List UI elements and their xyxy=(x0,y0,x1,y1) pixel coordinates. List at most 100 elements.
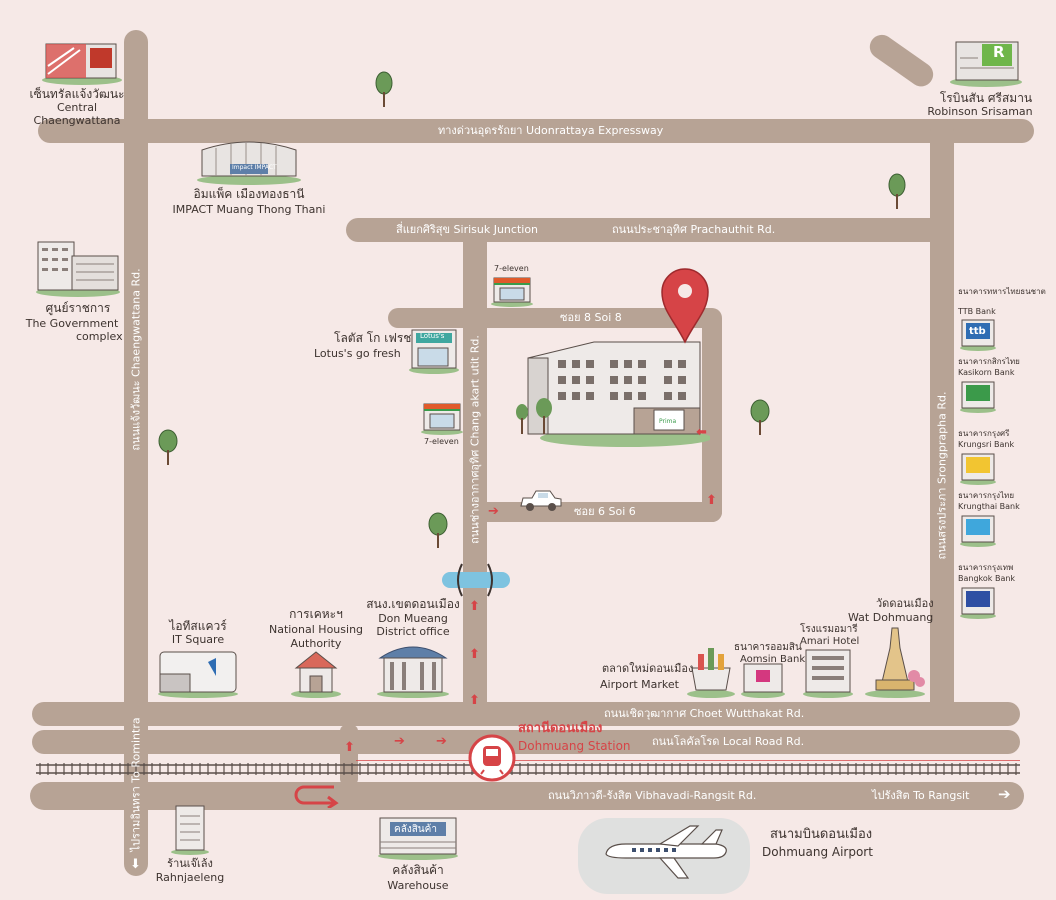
road-local xyxy=(32,730,1020,754)
wat-label-en: Wat Dohmuang xyxy=(848,611,934,624)
aomsin-bank-icon xyxy=(741,663,785,698)
bank-name-en: Krungsri Bank xyxy=(958,440,1015,449)
government-building-icon xyxy=(36,241,120,297)
bank-name-th: ธนาคารกรุงศรี xyxy=(958,429,1010,438)
tree-icon xyxy=(158,429,178,465)
road-label-sirisuk: สี่แยกศิริสุข Sirisuk Junction xyxy=(396,223,539,236)
railway-track xyxy=(36,760,1020,775)
arrow-right-icon: ➔ xyxy=(436,734,447,749)
market-basket-icon xyxy=(687,648,735,698)
central-label-th: เซ็นทรัลแจ้งวัฒนะ xyxy=(29,87,125,101)
bank-building-icon xyxy=(960,381,996,413)
seven-eleven-store-icon xyxy=(421,403,463,435)
road-soi8-right xyxy=(702,308,722,522)
road-label-local: ถนนโลคัลโรด Local Road Rd. xyxy=(652,735,805,748)
warehouse-label-th: คลังสินค้า xyxy=(392,863,444,877)
district-label-th: สนง.เขตดอนเมือง xyxy=(366,597,460,611)
road-label-prachauthit: ถนนประชาอุทิศ Prachauthit Rd. xyxy=(612,223,776,236)
airport-label-th: สนามบินดอนเมือง xyxy=(770,827,873,842)
hotel-sign: Prima xyxy=(659,418,677,425)
district-label-en1: Don Mueang xyxy=(378,612,448,625)
arrow-up-icon: ⬆ xyxy=(706,493,717,508)
arrow-up-icon: ⬆ xyxy=(469,599,480,614)
to-rangsit-arrow-icon: ➔ xyxy=(998,785,1011,803)
seven-eleven-store-icon xyxy=(491,277,533,307)
road-label-to-rangsit: ไปรังสิต To Rangsit xyxy=(872,789,970,802)
canal-bridge-icon xyxy=(442,563,510,597)
warehouse-sign: คลังสินค้า xyxy=(394,824,437,835)
road-expressway xyxy=(38,119,1034,143)
bank-name-th: ธนาคารกรุงเทพ xyxy=(958,563,1014,572)
bank-name-th: ธนาคารกสิกรไทย xyxy=(958,357,1020,366)
road-label-vibhavadi: ถนนวิภาวดี-รังสิต Vibhavadi-Rangsit Rd. xyxy=(548,789,757,802)
airport-market-label-th: ตลาดใหม่ดอนเมือง xyxy=(602,662,694,675)
lotus-store-icon xyxy=(409,329,459,374)
robinson-label-en: Robinson Srisaman xyxy=(927,105,1033,118)
bank-item: ธนาคารกสิกรไทย Kasikorn Bank xyxy=(956,357,1056,424)
hotel-building-icon[interactable] xyxy=(514,336,710,448)
arrow-up-icon: ⬆ xyxy=(469,647,480,662)
government-label-en1: The Government xyxy=(25,317,119,330)
u-turn-icon xyxy=(294,785,339,808)
seven-eleven-mid-label: 7-eleven xyxy=(424,437,459,446)
rahnjaeleng-label-th: ร้านเจ๊เล้ง xyxy=(167,857,213,870)
arrow-right-icon: ➔ xyxy=(394,734,405,749)
arrow-up-icon: ⬆ xyxy=(469,693,480,708)
central-building-icon xyxy=(42,43,122,85)
bank-name-th: ธนาคารทหารไทยธนชาต xyxy=(958,287,1046,296)
bank-item: ธนาคารกรุงศรี Krungsri Bank xyxy=(956,429,1056,496)
road-label-soi8: ซอย 8 Soi 8 xyxy=(560,311,622,324)
lotus-label-th: โลตัส โก เฟรช xyxy=(334,331,412,345)
district-office-icon xyxy=(377,646,449,698)
robinson-building-icon xyxy=(950,41,1022,87)
bank-building-icon xyxy=(960,515,996,547)
road-srongprapha xyxy=(930,119,954,725)
bank-name-en: TTB Bank xyxy=(958,307,996,316)
road-label-chaengwattana: ถนนแจ้งวัฒนะ Chaengwattana Rd. xyxy=(129,268,143,451)
car-icon xyxy=(520,490,562,511)
housing-building-icon xyxy=(291,651,341,698)
government-label-th: ศูนย์ราชการ xyxy=(45,301,111,315)
amari-label-en: Amari Hotel xyxy=(800,636,860,647)
rahnjaeleng-shop-icon xyxy=(171,805,209,855)
tree-icon xyxy=(375,71,393,107)
road-prachauthit xyxy=(346,218,942,242)
to-romintra-arrow-icon: ⬇ xyxy=(130,857,141,872)
rahnjaeleng-label-en: Rahnjaeleng xyxy=(155,871,225,884)
government-label-en2: complex xyxy=(76,330,123,343)
impact-label-th: อิมแพ็ค เมืองทองธานี xyxy=(193,187,305,201)
station-label-en: Dohmuang Station xyxy=(518,739,631,753)
road-label-soi6: ซอย 6 Soi 6 xyxy=(574,505,636,518)
aomsin-label-en: Aomsin Bank xyxy=(740,654,806,665)
warehouse-building-icon xyxy=(378,817,458,860)
temple-icon xyxy=(865,627,925,698)
road-label-expressway: ทางด่วนอุดรรัถยา Udonrattaya Expressway xyxy=(438,124,664,137)
bank-logo-text: ttb xyxy=(969,326,986,337)
road-robinson-curve xyxy=(865,30,938,92)
amari-hotel-icon xyxy=(803,649,853,698)
station-label-th: สถานีดอนเมือง xyxy=(518,721,603,736)
road-label-srongprapha: ถนนสรงประภา Srongprapha Rd. xyxy=(935,391,949,560)
bank-building-icon xyxy=(960,319,996,351)
bank-name-en: Kasikorn Bank xyxy=(958,368,1015,377)
bank-list: ธนาคารทหารไทยธนชาต TTB Bank ttb ธนาคารกสิกร… xyxy=(956,287,1056,630)
nha-label-en1: National Housing xyxy=(268,623,364,636)
airplane-icon xyxy=(605,825,727,879)
tree-icon xyxy=(888,173,906,209)
bank-name-th: ธนาคารกรุงไทย xyxy=(958,491,1015,500)
road-chang-akart xyxy=(463,218,487,722)
tree-icon xyxy=(428,512,448,548)
lotus-label-en: Lotus's go fresh xyxy=(314,347,401,360)
it-square-label-en: IT Square xyxy=(171,633,225,646)
nha-label-en2: Authority xyxy=(290,637,342,650)
bank-building-icon xyxy=(960,453,996,485)
location-pin-icon[interactable] xyxy=(660,268,710,344)
nha-label-th: การเคหะฯ xyxy=(289,607,343,621)
impact-label-en: IMPACT Muang Thong Thani xyxy=(172,203,326,216)
arrow-left-icon: ⬅ xyxy=(696,425,707,440)
airport-label-en: Dohmuang Airport xyxy=(762,845,873,859)
train-station-icon[interactable] xyxy=(468,734,516,782)
